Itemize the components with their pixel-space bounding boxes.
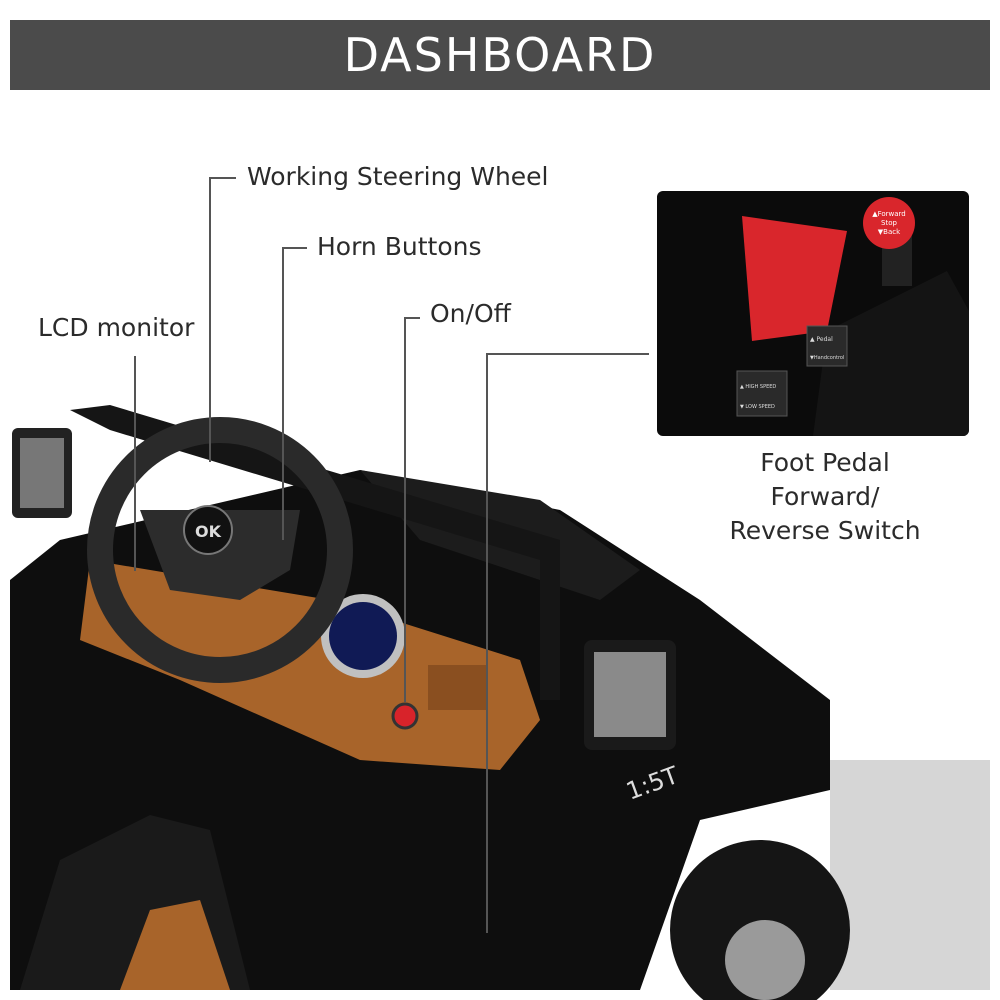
seat-brown bbox=[120, 900, 230, 990]
knob-forward: ▲Forward bbox=[872, 210, 906, 218]
callout-line-horn bbox=[283, 247, 307, 249]
label-on-off: On/Off bbox=[430, 299, 511, 328]
switch-handcontrol: ▼Handcontrol bbox=[810, 355, 844, 361]
mode-switch bbox=[806, 325, 848, 367]
switch-low-speed: ▼ LOW SPEED bbox=[740, 404, 775, 410]
label-foot-pedal: Foot Pedal Forward/ Reverse Switch bbox=[700, 446, 950, 548]
wheel-rim bbox=[725, 920, 805, 1000]
floor-shadow bbox=[830, 760, 990, 990]
label-foot-pedal-line1: Foot Pedal bbox=[760, 448, 890, 477]
knob-stop: Stop bbox=[881, 219, 897, 227]
right-mirror-glass bbox=[594, 652, 666, 737]
steering-badge: OK bbox=[195, 522, 222, 541]
callout-line-pedal bbox=[487, 353, 649, 355]
vent bbox=[428, 665, 488, 710]
callout-line-steering-v bbox=[209, 177, 211, 462]
switch-high-speed: ▲ HIGH SPEED bbox=[740, 384, 776, 390]
pedal-switch-inset: ▲Forward Stop ▼Back ▲ Pedal ▼Handcontrol… bbox=[657, 191, 969, 436]
callout-line-onoff-v bbox=[404, 317, 406, 702]
lcd-monitor bbox=[329, 602, 397, 670]
callout-line-pedal-v bbox=[486, 353, 488, 933]
callout-line-lcd bbox=[134, 356, 136, 571]
label-steering-wheel: Working Steering Wheel bbox=[247, 162, 549, 191]
foot-pedal bbox=[742, 216, 847, 341]
header-bar: DASHBOARD bbox=[10, 20, 990, 90]
callout-line-onoff bbox=[405, 317, 420, 319]
dashboard bbox=[80, 560, 540, 770]
label-horn-buttons: Horn Buttons bbox=[317, 232, 482, 261]
page-title: DASHBOARD bbox=[343, 28, 657, 82]
callout-line-horn-v bbox=[282, 247, 284, 540]
steering-hub bbox=[140, 510, 300, 600]
label-foot-pedal-line2: Forward/ bbox=[770, 482, 880, 511]
steering-wheel bbox=[87, 417, 353, 683]
label-lcd-monitor: LCD monitor bbox=[38, 313, 195, 342]
knob-back: ▼Back bbox=[878, 228, 901, 236]
power-button bbox=[391, 702, 419, 730]
callout-line-steering bbox=[210, 177, 236, 179]
left-mirror-glass bbox=[20, 438, 64, 508]
label-foot-pedal-line3: Reverse Switch bbox=[729, 516, 921, 545]
speed-switch bbox=[736, 370, 788, 417]
switch-pedal: ▲ Pedal bbox=[810, 336, 833, 343]
horn-button bbox=[183, 505, 233, 555]
shift-knob-top bbox=[863, 197, 915, 249]
